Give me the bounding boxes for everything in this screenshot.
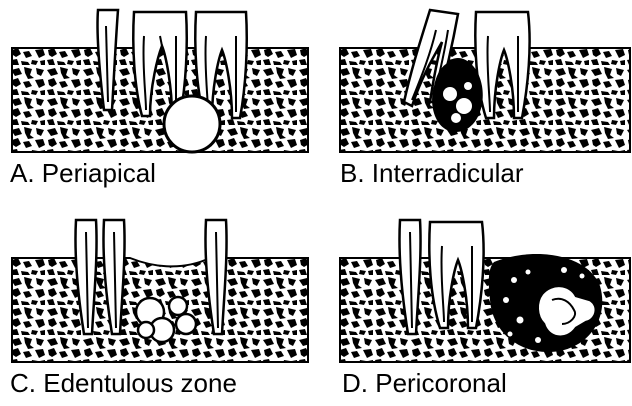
caption-periapical: A. Periapical — [10, 158, 156, 188]
pericoronal-diagram — [338, 216, 632, 366]
panel-interradicular — [338, 6, 632, 156]
periapical-diagram — [10, 6, 310, 156]
edentulous-diagram — [10, 216, 310, 366]
lesion-radiolucency — [443, 87, 457, 101]
caption-edentulous-zone: C. Edentulous zone — [10, 368, 237, 398]
lesion-radiolucency — [456, 98, 472, 114]
interradicular-diagram — [338, 6, 632, 156]
caption-interradicular: B. Interradicular — [340, 158, 524, 188]
lesion-radiolucency — [451, 113, 461, 123]
lesion-radiolucency — [464, 82, 472, 90]
panel-pericoronal — [338, 216, 632, 366]
caption-pericoronal: D. Pericoronal — [342, 368, 507, 398]
panel-edentulous-zone — [10, 216, 310, 366]
bone-block — [12, 48, 308, 152]
panel-periapical — [10, 6, 310, 156]
periapical-lesion — [164, 96, 220, 152]
